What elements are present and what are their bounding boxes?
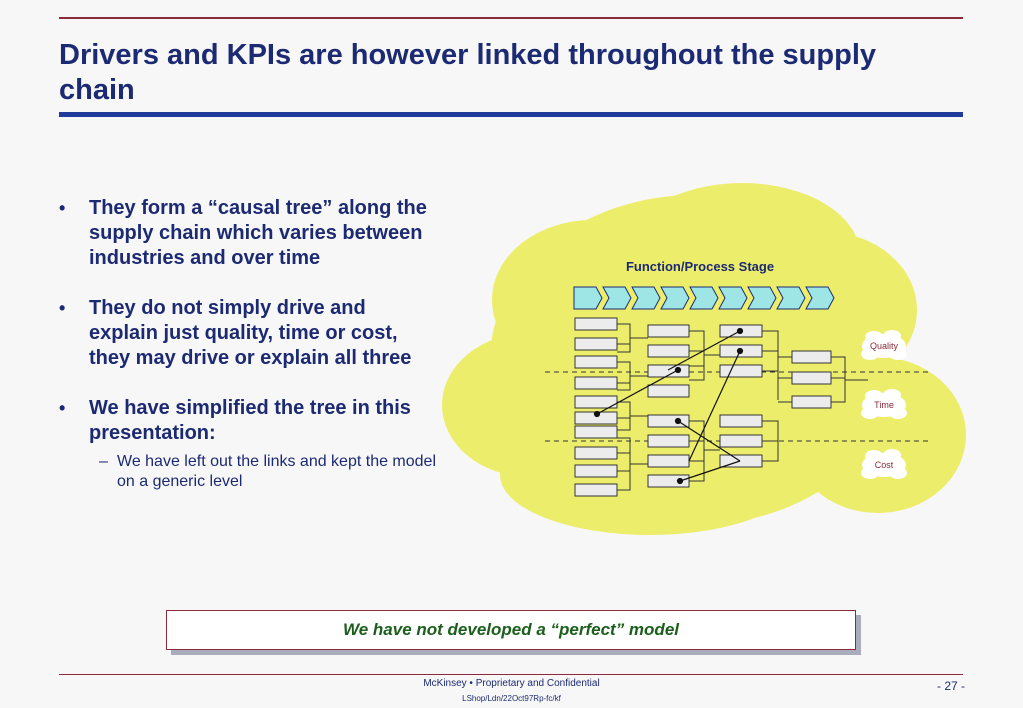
driver-box xyxy=(791,350,832,364)
bullet-dot-icon: • xyxy=(59,298,66,318)
driver-box xyxy=(719,434,763,448)
driver-box xyxy=(647,324,690,338)
stage-chevron xyxy=(747,286,777,310)
footer-reference: LShop/Ldn/22Oct97Rp-fc/kf xyxy=(462,694,561,703)
bullet-item-1: • They form a “causal tree” along the su… xyxy=(59,196,439,271)
page-number: - 27 - xyxy=(936,679,965,693)
driver-box xyxy=(574,425,618,439)
title-rule xyxy=(59,112,963,117)
driver-box xyxy=(647,414,690,428)
bullet-list: • They form a “causal tree” along the su… xyxy=(59,196,439,492)
driver-box xyxy=(647,384,690,398)
driver-box xyxy=(574,376,618,390)
driver-box xyxy=(719,414,763,428)
tree-connectors xyxy=(617,323,868,491)
driver-box xyxy=(574,337,618,351)
stage-chevron xyxy=(805,286,835,310)
driver-box xyxy=(647,344,690,358)
bullet-text: They form a “causal tree” along the supp… xyxy=(89,197,427,269)
outcome-quality: Quality xyxy=(861,330,907,360)
cross-links xyxy=(593,327,744,485)
driver-box xyxy=(574,446,618,460)
bullet-item-2: • They do not simply drive and explain j… xyxy=(59,296,439,371)
outcome-time: Time xyxy=(861,389,907,419)
driver-box xyxy=(574,355,618,369)
outcome-cost: Cost xyxy=(861,449,907,479)
stage-chevron xyxy=(573,286,603,310)
driver-box xyxy=(574,464,618,478)
callout-box: We have not developed a “perfect” model xyxy=(166,610,856,650)
stage-chevron xyxy=(776,286,806,310)
diagram-header: Function/Process Stage xyxy=(626,259,774,274)
footer-company: McKinsey • Proprietary and Confidential xyxy=(423,678,600,689)
slide-title: Drivers and KPIs are however linked thro… xyxy=(59,39,876,106)
stage-chevrons xyxy=(573,286,835,310)
driver-box xyxy=(791,371,832,385)
stage-chevron xyxy=(602,286,632,310)
stage-chevron xyxy=(689,286,719,310)
callout-text: We have not developed a “perfect” model xyxy=(343,620,679,639)
driver-box xyxy=(647,454,690,468)
driver-box xyxy=(647,434,690,448)
stage-chevron xyxy=(631,286,661,310)
driver-box xyxy=(574,395,618,409)
bullet-dot-icon: • xyxy=(59,198,66,218)
driver-box xyxy=(647,474,690,488)
bullet-item-3: • We have simplified the tree in this pr… xyxy=(59,396,439,446)
outcome-label: Quality xyxy=(870,341,899,351)
driver-box xyxy=(574,317,618,331)
bullet-dot-icon: • xyxy=(59,398,66,418)
bullet-text: We have simplified the tree in this pres… xyxy=(89,397,411,444)
bullet-text: They do not simply drive and explain jus… xyxy=(89,297,412,369)
sub-bullet-text: We have left out the links and kept the … xyxy=(117,453,437,490)
bottom-rule xyxy=(59,674,963,675)
sub-bullet-dash-icon: – xyxy=(99,453,108,470)
driver-box xyxy=(791,395,832,409)
stage-chevron xyxy=(718,286,748,310)
outcome-label: Time xyxy=(874,400,894,410)
outcome-label: Cost xyxy=(875,460,894,470)
driver-box xyxy=(574,483,618,497)
sub-bullet-item: – We have left out the links and kept th… xyxy=(59,452,439,492)
stage-chevron xyxy=(660,286,690,310)
driver-box xyxy=(719,364,763,378)
top-rule xyxy=(59,17,963,19)
